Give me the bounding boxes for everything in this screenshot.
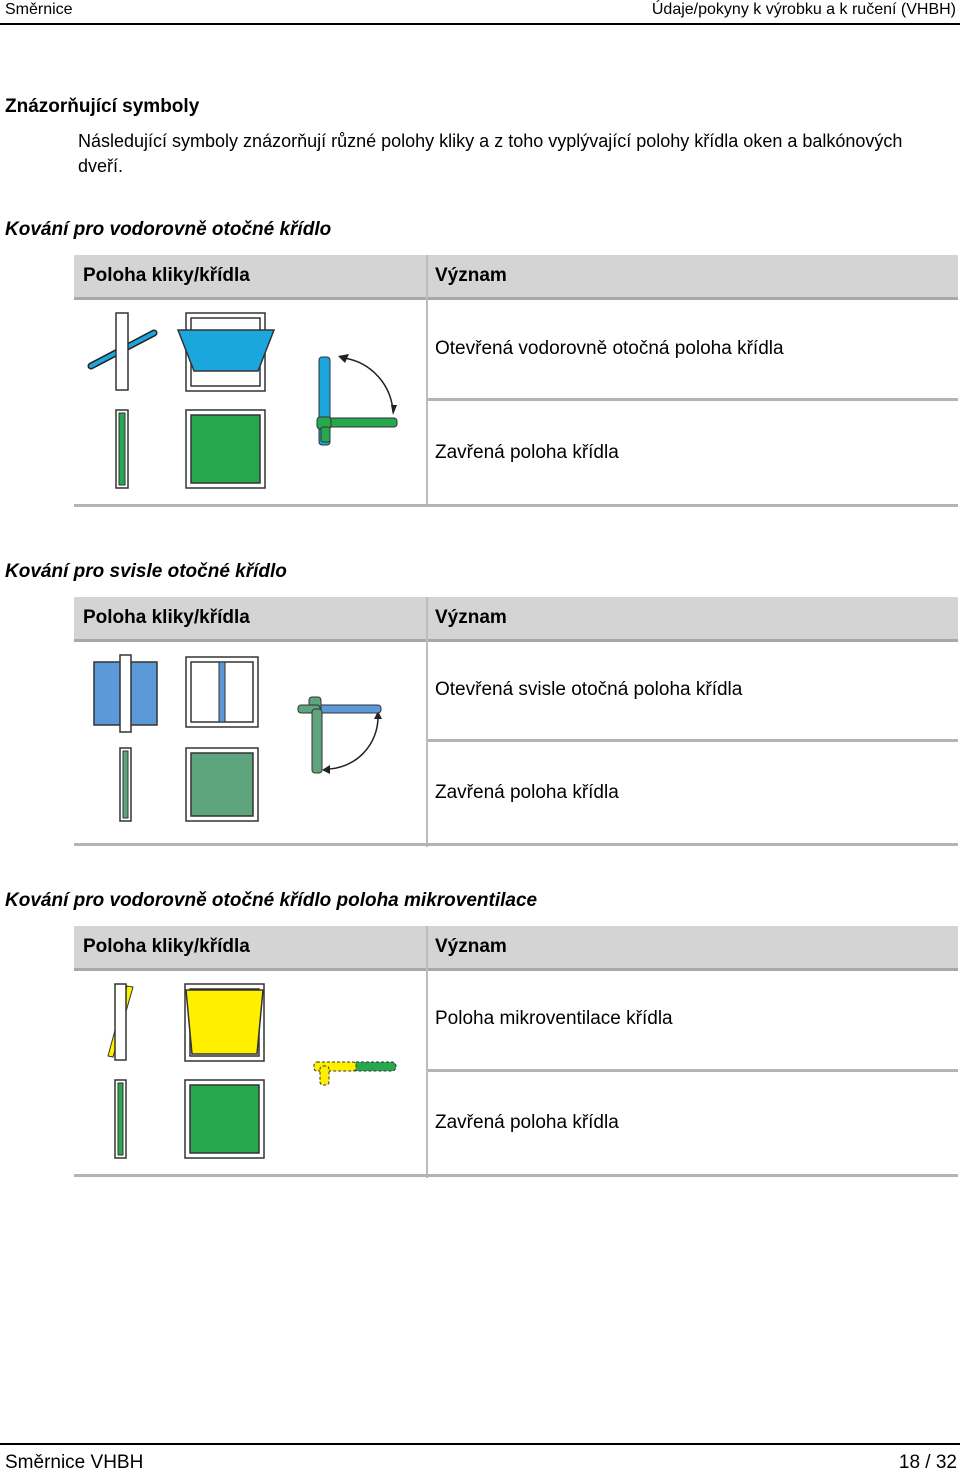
page-number: 18 / 32: [898, 1452, 957, 1473]
table-row-meaning: Zavřená poloha křídla: [435, 782, 619, 803]
table-row-meaning: Zavřená poloha křídla: [435, 1112, 619, 1133]
tilted-window-icon: [176, 312, 276, 392]
table-header: Poloha kliky/křídla Význam: [74, 597, 958, 642]
table-header: Poloha kliky/křídla Význam: [74, 255, 958, 300]
header-document-name: Směrnice: [5, 1, 73, 18]
column-header-meaning: Význam: [435, 936, 507, 957]
table-row-meaning: Zavřená poloha křídla: [435, 442, 619, 463]
turn-symbols-figure: [93, 654, 382, 822]
closed-window-icon: [185, 747, 259, 822]
table-horizontal-tilt: Poloha kliky/křídla Význam Otevřená vodo…: [74, 255, 958, 507]
table-2-title: Kování pro svisle otočné křídlo: [5, 561, 287, 582]
table-3-title: Kování pro vodorovně otočné křídlo poloh…: [5, 890, 538, 911]
column-header-meaning: Význam: [435, 265, 507, 286]
column-header-position: Poloha kliky/křídla: [83, 265, 250, 286]
micro-vent-window-icon: [184, 983, 265, 1062]
table-row-meaning: Otevřená vodorovně otočná poloha křídla: [435, 338, 784, 359]
micro-vent-sash-side-icon: [107, 983, 134, 1061]
closed-window-icon: [185, 409, 266, 489]
handle-tilt-arrow-icon: [316, 354, 398, 446]
intro-paragraph: Následující symboly znázorňují různé pol…: [78, 131, 903, 176]
tilt-symbols-figure: [87, 312, 398, 489]
closed-sash-side-icon: [119, 747, 132, 822]
micro-ventilation-symbols-figure: [107, 983, 397, 1159]
open-sash-turn-icon: [93, 654, 158, 733]
table-micro-ventilation: Poloha kliky/křídla Význam Poloha mikrov…: [74, 926, 958, 1178]
header-divider: [0, 23, 960, 25]
table-header: Poloha kliky/křídla Význam: [74, 926, 958, 971]
turned-window-icon: [185, 656, 259, 728]
handle-micro-vent-icon: [313, 1061, 397, 1086]
table-vertical-turn: Poloha kliky/křídla Význam Otevřená svis…: [74, 597, 958, 847]
handle-turn-arrow-icon: [297, 696, 382, 774]
open-sash-side-icon: [87, 312, 158, 391]
header-document-subtitle: Údaje/pokyny k výrobku a k ručení (VHBH): [651, 1, 956, 18]
closed-sash-side-icon: [114, 1079, 127, 1159]
column-header-position: Poloha kliky/křídla: [83, 936, 250, 957]
closed-window-icon: [184, 1079, 265, 1159]
closed-sash-side-icon: [115, 409, 129, 489]
section-heading: Znázorňující symboly: [5, 96, 200, 117]
table-row-meaning: Otevřená svisle otočná poloha křídla: [435, 679, 743, 700]
column-header-meaning: Význam: [435, 607, 507, 628]
footer-document-name: Směrnice VHBH: [5, 1452, 144, 1473]
footer-divider: [0, 1443, 960, 1445]
table-row-meaning: Poloha mikroventilace křídla: [435, 1008, 673, 1029]
table-1-title: Kování pro vodorovně otočné křídlo: [5, 219, 332, 240]
column-header-position: Poloha kliky/křídla: [83, 607, 250, 628]
